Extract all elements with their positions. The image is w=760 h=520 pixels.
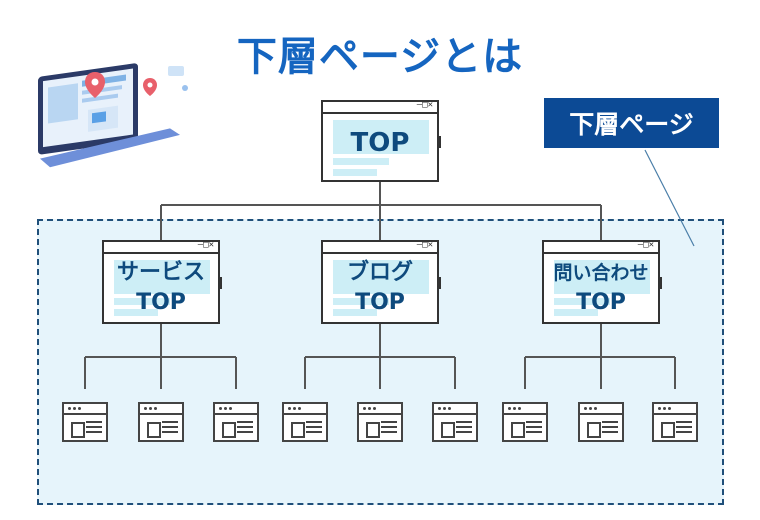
webpage-icon [578,402,624,442]
service-top-window[interactable]: —□✕ サービス TOP [102,240,222,324]
subpage-badge: 下層ページ [544,98,719,148]
webpage-icon [213,402,259,442]
section-label-line1: ブログ [346,260,413,285]
top-page-window[interactable]: —□✕ TOP [321,100,441,182]
window-titlebar: —□✕ [104,240,218,254]
scroll-handle [658,277,662,290]
window-controls-icon: —□✕ [416,240,433,250]
webpage-icon [282,402,328,442]
laptop-illustration-icon [38,63,188,168]
section-label-line2: TOP [136,290,186,315]
scroll-handle [218,277,222,290]
window-titlebar: —□✕ [544,240,658,254]
contact-top-window[interactable]: —□✕ 問い合わせ TOP [542,240,662,324]
scroll-handle [437,136,441,149]
section-label-line2: TOP [576,290,626,315]
section-label-line2: TOP [355,290,405,315]
top-label: TOP [350,128,410,158]
webpage-icon [138,402,184,442]
webpage-icon [432,402,478,442]
window-controls-icon: —□✕ [197,240,214,250]
section-label-line1: 問い合わせ [553,262,649,284]
webpage-icon [357,402,403,442]
blog-top-window[interactable]: —□✕ ブログ TOP [321,240,441,324]
webpage-icon [502,402,548,442]
window-controls-icon: —□✕ [637,240,654,250]
webpage-icon [652,402,698,442]
page-title: 下層ページとは [236,34,524,80]
window-titlebar: —□✕ [323,100,437,114]
webpage-icon [62,402,108,442]
window-titlebar: —□✕ [323,240,437,254]
scroll-handle [437,277,441,290]
window-controls-icon: —□✕ [416,100,433,110]
section-label-line1: サービス [116,260,205,285]
